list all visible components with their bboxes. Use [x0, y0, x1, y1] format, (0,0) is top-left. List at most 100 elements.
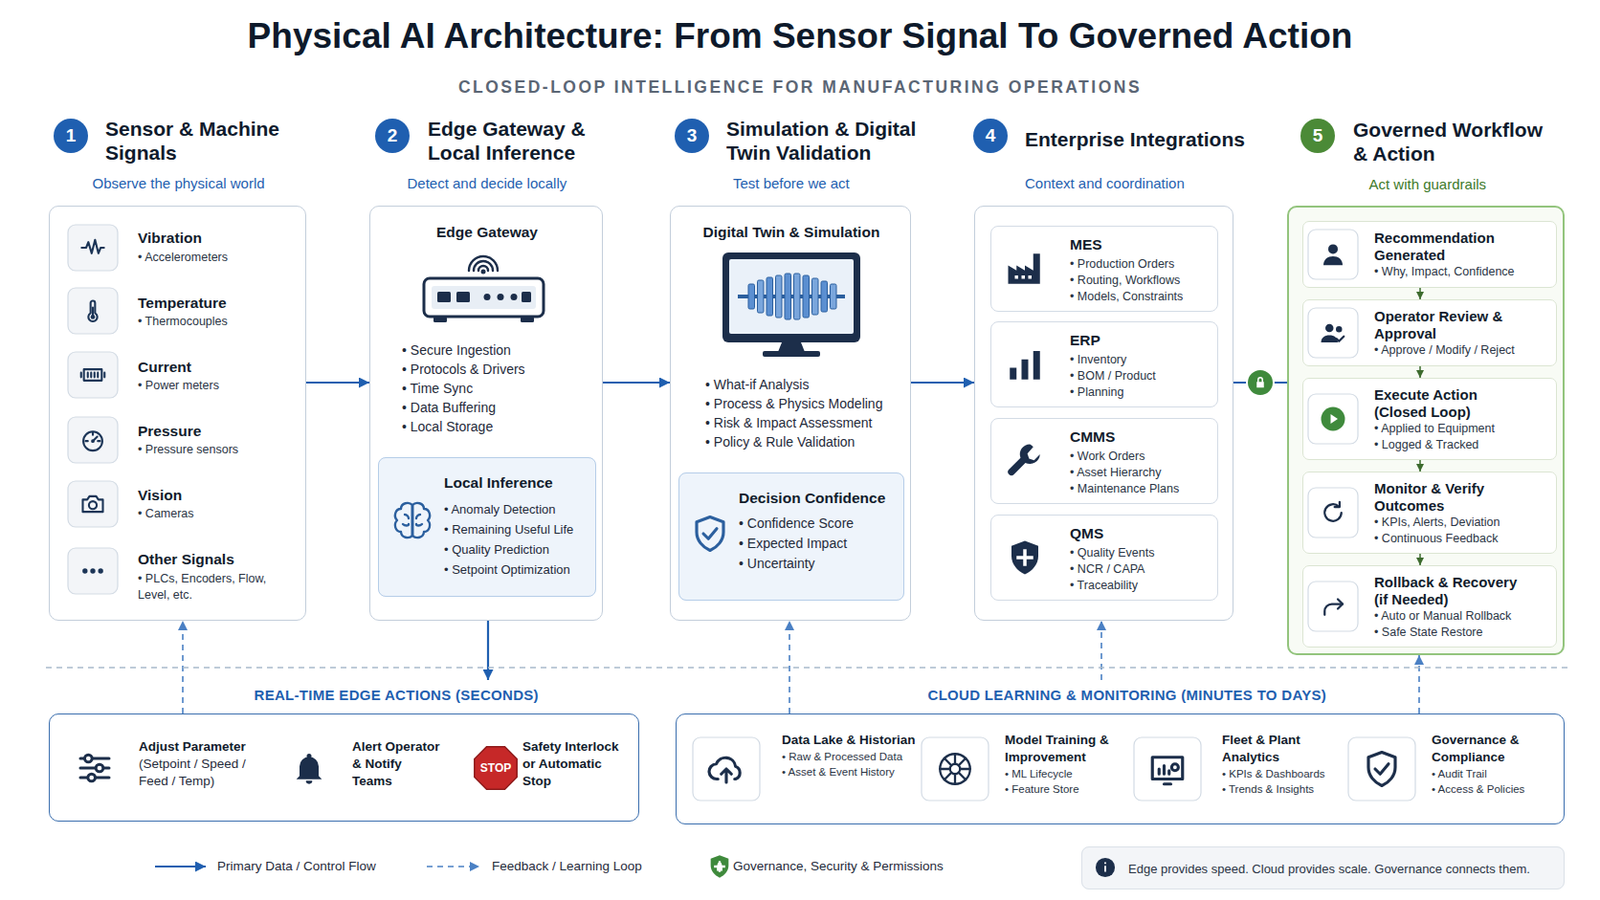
bullet-item: • Thermocouples: [137, 313, 301, 331]
icon-stroke: [1334, 502, 1340, 508]
bullet-item: • Asset Hierarchy: [1069, 465, 1214, 482]
bullet-item: • Approve / Modify / Reject: [1374, 342, 1549, 359]
bullet-item: • Safe State Restore: [1374, 624, 1549, 642]
icon-tile: [1133, 737, 1201, 801]
step-badge: 3: [674, 118, 710, 154]
bullet-item: • Quality Events: [1069, 545, 1214, 562]
flow-arrow: [1419, 554, 1422, 566]
monitor-stand: [777, 342, 805, 353]
icon-stroke: [1158, 766, 1170, 776]
subtitle: CLOSED-LOOP INTELLIGENCE FOR MANUFACTURI…: [0, 76, 1600, 98]
system-box: CMMS• Work Orders• Asset Hierarchy• Main…: [990, 418, 1219, 505]
icon-stroke: [1258, 377, 1264, 383]
factory-icon: [1008, 253, 1041, 285]
box-title: Local Inference: [444, 473, 594, 493]
turbine-disc: [812, 278, 820, 315]
icon-tile: [1308, 308, 1358, 358]
system-box: QMS• Quality Events• NCR / CAPA• Traceab…: [990, 514, 1219, 601]
icon-stroke: [395, 503, 413, 538]
column-subtitle: Detect and decide locally: [407, 175, 568, 193]
screen-icon: [1152, 757, 1183, 785]
bullet-item: • Feature Store: [1004, 781, 1128, 798]
step-title: Recommendation Generated: [1374, 229, 1528, 265]
box-fill: [973, 118, 1008, 154]
icon-stroke: [711, 855, 730, 878]
net-icon: [939, 754, 971, 785]
stop-sign: STOP: [473, 746, 518, 791]
bullet-item: • PLCs, Encoders, Flow, Level, etc.: [137, 571, 301, 604]
bullet-item: • Traceability: [1069, 577, 1214, 595]
box-fill: [1302, 565, 1557, 648]
icon-stroke: [1335, 326, 1343, 334]
box-title: MES: [1069, 235, 1214, 255]
action-label: Model Training & Improvement: [1004, 732, 1128, 767]
column-heading: Edge Gateway & Local Inference: [427, 116, 610, 165]
thermo-icon: [88, 301, 97, 323]
box-title: ERP: [1069, 331, 1214, 351]
icon-stroke: [1016, 549, 1034, 567]
people-icon: [1321, 324, 1345, 343]
stage-panel: Governed Workflow & ActionAct with guard…: [1287, 205, 1565, 656]
box-fill: [377, 457, 597, 598]
bullet-item: • Policy & Rule Validation: [705, 432, 907, 452]
flow-arrow: [1419, 366, 1422, 378]
bullet-item: • Planning: [1069, 384, 1214, 401]
icon-stroke: [412, 503, 430, 538]
upload-icon: [709, 757, 740, 783]
box-title: Digital Twin & Simulation: [703, 222, 881, 243]
bullet-item: • Protocols & Drivers: [401, 359, 599, 379]
icon-stroke: [1321, 335, 1339, 344]
icon-tile: [67, 352, 118, 399]
wrench-icon: [1007, 444, 1040, 476]
bullet-item: • Inventory: [1069, 352, 1214, 369]
box-fill: [473, 746, 518, 791]
box-fill: [990, 418, 1219, 505]
bullet-item: • Secure Ingestion: [401, 340, 599, 360]
icon-stroke: [1256, 381, 1265, 388]
step-badge: 4: [973, 118, 1008, 154]
icon-stroke: [81, 373, 106, 378]
redo-icon: [1324, 600, 1343, 616]
shieldp-icon: [1011, 541, 1039, 576]
refresh-icon: [1324, 502, 1342, 522]
bullet-item: • Anomaly Detection: [444, 500, 594, 521]
lock-icon: [1256, 377, 1265, 389]
icon-stroke: [703, 529, 717, 540]
legend-line-sample: [155, 866, 206, 868]
turbine-disc: [830, 284, 838, 310]
legend-text: Feedback / Learning Loop: [491, 858, 643, 876]
bullet-item: • NCR / CAPA: [1069, 561, 1214, 578]
icon-stroke: [91, 308, 94, 317]
workflow-step: Rollback & Recovery (if Needed)• Auto or…: [1302, 565, 1557, 648]
step-badge: 1: [53, 118, 89, 154]
box-fill: [1302, 377, 1557, 461]
box-title: Edge Gateway: [436, 222, 538, 243]
bullet-item: • Confidence Score: [738, 513, 900, 534]
box-fill: [375, 118, 410, 154]
icon-stroke: [1325, 324, 1334, 334]
brain-icon: [395, 503, 430, 538]
system-box: MES• Production Orders• Routing, Workflo…: [990, 225, 1219, 312]
bullet-item: • Remaining Useful Life: [444, 520, 594, 541]
box-fills: [48, 118, 1565, 890]
camera-icon: [83, 496, 104, 512]
icon-stroke: [1171, 764, 1178, 772]
footnote-text: Edge provides speed. Cloud provides scal…: [1128, 860, 1557, 879]
icon-stroke: [721, 769, 733, 783]
icon-stroke: [716, 866, 723, 872]
action-label: Adjust Parameter: [138, 738, 268, 756]
turbine-disc: [784, 273, 792, 320]
bullet-item: • ML Lifecycle: [1004, 766, 1128, 782]
action-band: CLOUD LEARNING & MONITORING (MINUTES TO …: [675, 713, 1565, 825]
icon-stroke: [81, 240, 104, 254]
icon-tile: [921, 737, 989, 801]
box-fill: [674, 118, 710, 154]
icon-stroke: [82, 568, 88, 574]
detail-box: Local Inference • Anomaly Detection• Rema…: [377, 457, 597, 598]
box-fill: [1287, 205, 1565, 656]
step-number: 4: [973, 118, 1008, 154]
column-heading: Enterprise Integrations: [1024, 127, 1293, 152]
icon-stroke: [717, 863, 722, 867]
box-title: Vibration: [137, 228, 301, 248]
octagon-outline: [474, 747, 517, 790]
